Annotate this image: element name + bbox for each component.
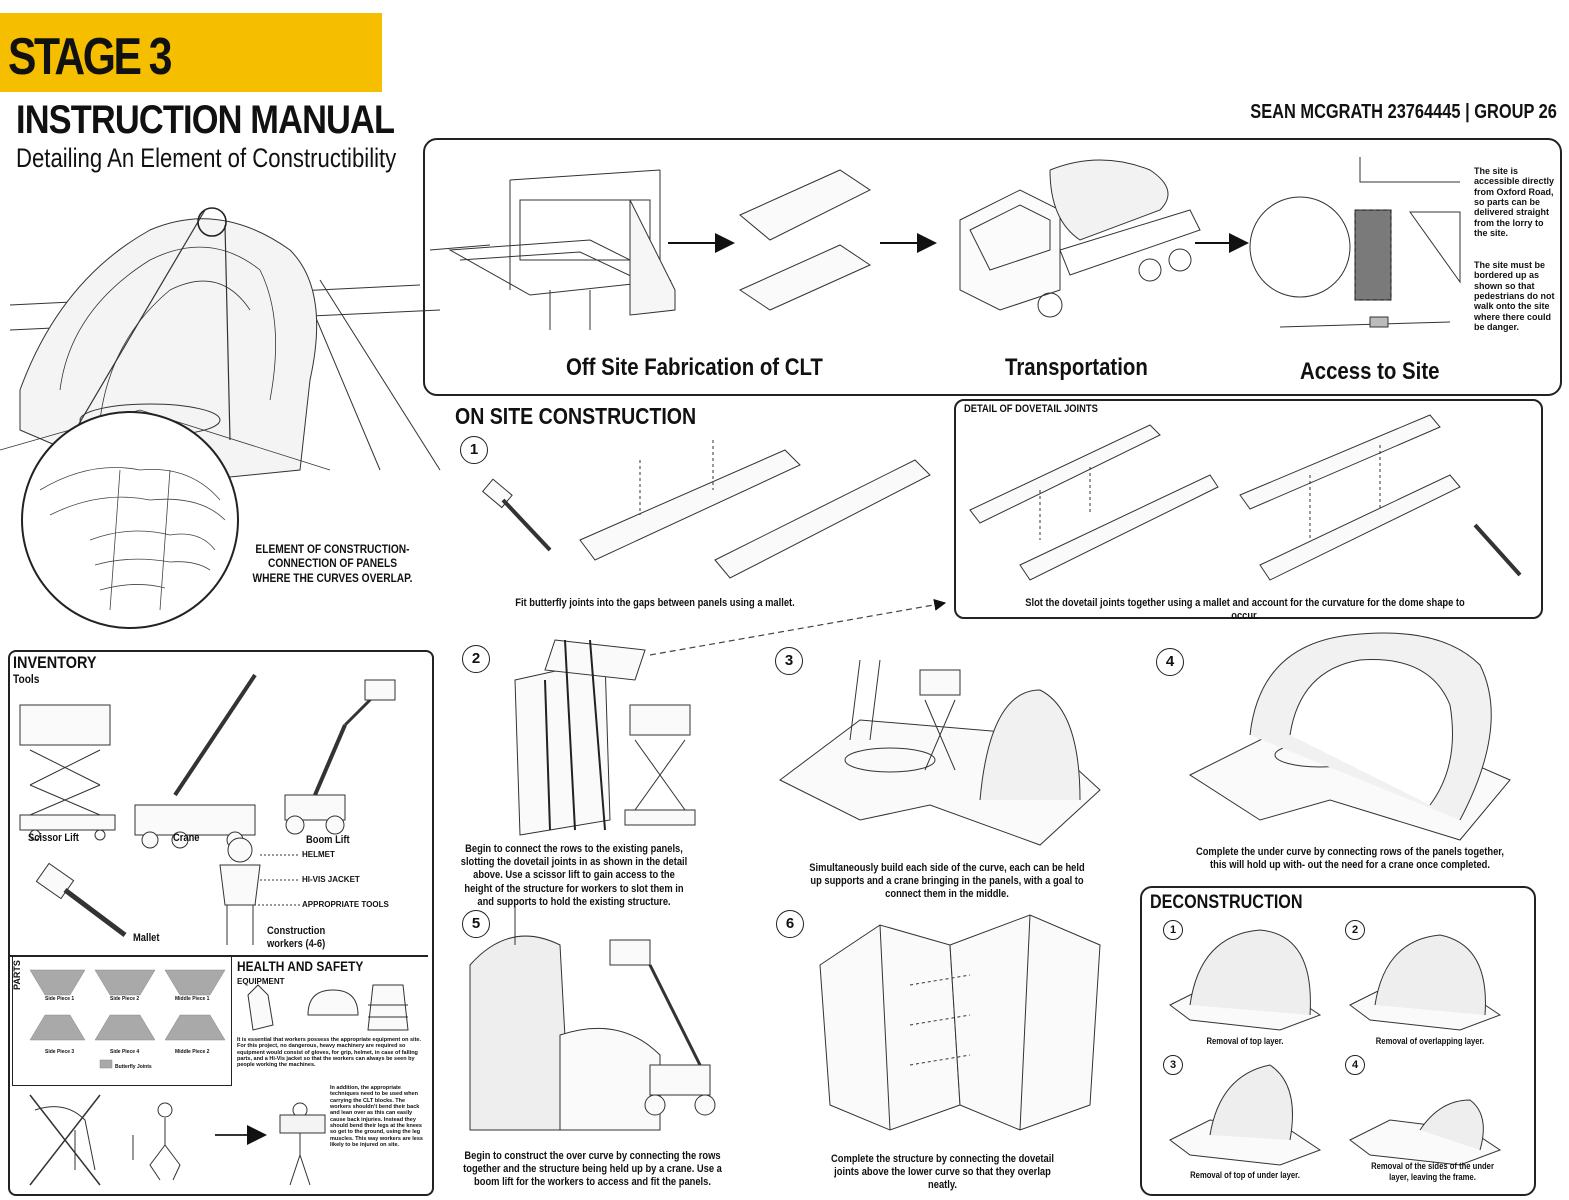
step-6-illustration — [819, 914, 1101, 1131]
worker-label-hivis: HI-VIS JACKET — [302, 875, 360, 884]
page-subtitle: Detailing An Element of Constructibility — [16, 143, 397, 173]
element-caption: ELEMENT OF CONSTRUCTION- CONNECTION OF P… — [252, 542, 413, 585]
inventory-divider — [8, 955, 428, 957]
part-label-5: Side Piece 4 — [110, 1049, 140, 1055]
step-1-number: 1 — [460, 436, 488, 464]
dovetail-panel — [954, 399, 1543, 619]
step-3-number: 3 — [775, 647, 803, 675]
step-1-caption: Fit butterfly joints into the gaps betwe… — [515, 597, 795, 609]
part-label-2: Side Piece 2 — [110, 996, 140, 1002]
fabrication-label: Off Site Fabrication of CLT — [566, 354, 823, 381]
access-label: Access to Site — [1300, 358, 1440, 385]
clt-panels-illustration — [738, 169, 872, 311]
step-2-illustration — [514, 639, 696, 836]
process-panel — [423, 138, 1562, 396]
decon-step-4-number: 4 — [1345, 1055, 1365, 1075]
tool-crane: Crane — [173, 832, 200, 844]
dovetail-illustration — [969, 414, 1522, 581]
tools-illustration — [19, 673, 396, 945]
part-label-7: Butterfly Joints — [115, 1064, 152, 1070]
dome-illustration — [0, 207, 441, 629]
part-label-6: Middle Piece 2 — [175, 1049, 210, 1055]
step-6-number: 6 — [776, 910, 804, 938]
step-1-illustration — [481, 440, 931, 579]
decon-step-1-number: 1 — [1163, 920, 1183, 940]
transportation-label: Transportation — [1005, 354, 1148, 381]
decon-step-2-caption: Removal of overlapping layer. — [1375, 1036, 1485, 1046]
part-label-4: Side Piece 3 — [45, 1049, 75, 1055]
process-arrows — [649, 233, 1249, 656]
step-4-illustration — [1188, 632, 1511, 841]
deconstruction-title: DECONSTRUCTION — [1150, 892, 1303, 913]
dovetail-caption: Slot the dovetail joints together using … — [1025, 597, 1465, 623]
truck-illustration — [959, 159, 1201, 318]
parts-label: PARTS — [12, 960, 22, 990]
step-3-caption: Simultaneously build each side of the cu… — [809, 862, 1085, 901]
tool-scissor-lift: Scissor Lift — [28, 832, 79, 844]
step-5-illustration — [469, 905, 716, 1131]
health-safety-title: HEALTH AND SAFETY — [237, 958, 364, 974]
lifting-text: In addition, the appropriate techniques … — [330, 1085, 423, 1148]
worker-label-tools: APPROPRIATE TOOLS — [302, 900, 389, 909]
equipment-label: EQUIPMENT — [237, 977, 285, 986]
step-5-number: 5 — [462, 910, 490, 938]
health-safety-text: It is essential that workers possess the… — [237, 1037, 421, 1069]
decon-step-4-caption: Removal of the sides of the under layer,… — [1371, 1161, 1494, 1182]
tools-label: Tools — [13, 672, 40, 686]
decon-step-1-caption: Removal of top layer. — [1206, 1036, 1284, 1046]
step-2-number: 2 — [462, 645, 490, 673]
decon-step-3-caption: Removal of top of under layer. — [1190, 1170, 1300, 1180]
step-5-caption: Begin to construct the over curve by con… — [463, 1150, 722, 1189]
part-label-1: Side Piece 1 — [45, 996, 75, 1002]
decon-step-3-number: 3 — [1163, 1055, 1183, 1075]
step-4-number: 4 — [1156, 648, 1184, 676]
page-title: INSTRUCTION MANUAL — [16, 98, 395, 142]
step-3-illustration — [779, 659, 1101, 846]
site-note-2: The site must be bordered up as shown so… — [1474, 260, 1555, 333]
stage-label: STAGE 3 — [8, 28, 173, 86]
stage-banner: STAGE 3 — [0, 13, 382, 92]
dovetail-title: DETAIL OF DOVETAIL JOINTS — [964, 403, 1098, 415]
on-site-title: ON SITE CONSTRUCTION — [455, 403, 697, 429]
inventory-title: INVENTORY — [13, 653, 97, 672]
decon-step-2-number: 2 — [1345, 920, 1365, 940]
worker-label-helmet: HELMET — [302, 850, 335, 859]
step-6-caption: Complete the structure by connecting the… — [831, 1153, 1054, 1192]
site-map-illustration — [1249, 157, 1461, 328]
fabrication-illustration — [429, 169, 676, 330]
step-4-caption: Complete the under curve by connecting r… — [1195, 846, 1505, 872]
tool-mallet: Mallet — [133, 932, 160, 944]
part-label-3: Middle Piece 1 — [175, 996, 210, 1002]
inventory-panel — [8, 650, 434, 1196]
site-note-1: The site is accessible directly from Oxf… — [1474, 166, 1555, 239]
deconstruction-illustrations — [1169, 929, 1502, 1166]
step-2-caption: Begin to connect the rows to the existin… — [460, 843, 688, 908]
deconstruction-panel — [1140, 886, 1536, 1196]
ppe-illustration — [247, 984, 409, 1031]
tool-boom-lift: Boom Lift — [306, 834, 350, 846]
parts-illustration — [29, 969, 226, 1069]
parts-box — [12, 955, 232, 1086]
lifting-illustration — [29, 1094, 326, 1186]
author-label: SEAN MCGRATH 23764445 | GROUP 26 — [1250, 101, 1557, 123]
workers-label: Construction workers (4-6) — [267, 925, 326, 951]
